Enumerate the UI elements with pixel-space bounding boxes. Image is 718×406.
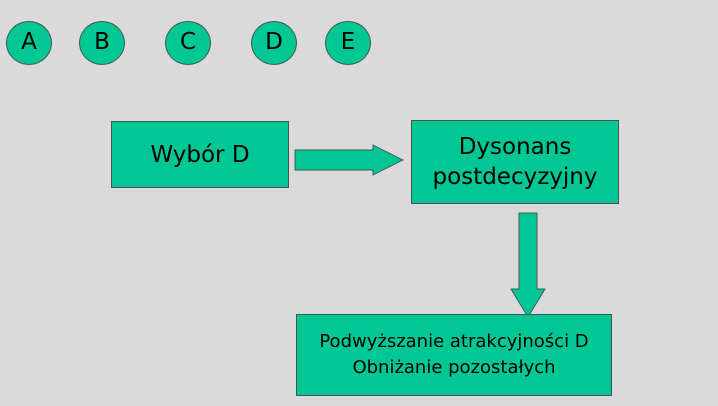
option-circle-e: E xyxy=(325,21,371,65)
outcome-box-line1: Podwyższanie atrakcyjności D xyxy=(319,330,589,352)
option-circle-a-label: A xyxy=(21,28,37,55)
outcome-box-text: Podwyższanie atrakcyjności D Obniżanie p… xyxy=(297,329,611,381)
choice-box-label: Wybór D xyxy=(150,141,250,168)
arrow-right-icon xyxy=(294,144,404,176)
option-circle-d-label: D xyxy=(265,28,283,55)
option-circle-c-label: C xyxy=(179,28,197,55)
option-circle-a: A xyxy=(6,21,52,65)
dissonance-box: Dysonans postdecyzyjny xyxy=(411,120,619,204)
dissonance-box-line2: postdecyzyjny xyxy=(432,164,598,190)
outcome-box-line2: Obniżanie pozostałych xyxy=(352,357,556,378)
option-circle-b: B xyxy=(79,21,125,65)
option-circle-e-label: E xyxy=(340,28,356,55)
outcome-box: Podwyższanie atrakcyjności D Obniżanie p… xyxy=(296,314,612,396)
option-circle-b-label: B xyxy=(94,28,110,55)
choice-box: Wybór D xyxy=(111,121,289,188)
option-circle-d: D xyxy=(251,21,297,65)
option-circle-c: C xyxy=(165,21,211,65)
dissonance-box-line1: Dysonans xyxy=(458,133,572,160)
dissonance-box-text: Dysonans postdecyzyjny xyxy=(412,132,618,193)
arrow-down-icon xyxy=(506,212,546,318)
